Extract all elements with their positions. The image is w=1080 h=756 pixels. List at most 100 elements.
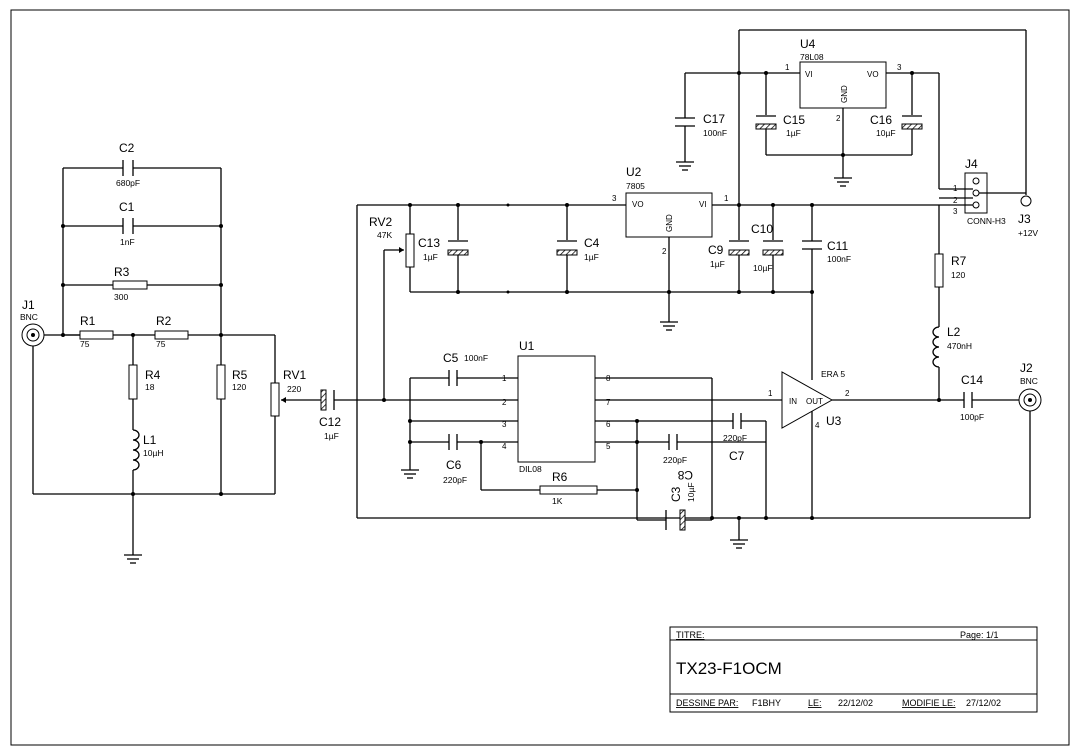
svg-text:3: 3 <box>502 420 507 429</box>
j2-connector: J2 BNC <box>1018 361 1042 412</box>
input-network: J1 BNC C2 680pF C1 1nF <box>20 141 384 564</box>
c3-ref: C3 <box>669 486 683 502</box>
svg-text:7: 7 <box>606 398 611 407</box>
svg-text:OUT: OUT <box>806 397 823 406</box>
j4-ref: J4 <box>965 157 978 171</box>
u2-value: 7805 <box>626 181 645 191</box>
r7-ref: R7 <box>951 254 967 268</box>
c15-ref: C15 <box>783 113 805 127</box>
l1-value: 10µH <box>143 448 164 458</box>
c14-ref: C14 <box>961 373 983 387</box>
c10-capacitor: C10 10µF <box>751 205 784 292</box>
svg-text:4: 4 <box>815 421 820 430</box>
svg-text:2: 2 <box>836 114 841 123</box>
rv1-potentiometer: RV1 220 <box>270 368 306 417</box>
l1-ref: L1 <box>143 433 157 447</box>
c13-value: 1µF <box>423 252 438 262</box>
c2-ref: C2 <box>119 141 135 155</box>
r6-resistor: R6 1K <box>539 470 598 506</box>
c1-value: 1nF <box>120 237 135 247</box>
ground-symbol <box>834 177 852 187</box>
rv1-value: 220 <box>287 384 301 394</box>
j1-ref: J1 <box>22 298 35 312</box>
ground-symbol <box>124 554 142 564</box>
c6-value: 220pF <box>443 475 467 485</box>
c11-value: 100nF <box>827 254 851 264</box>
rv2-ref: RV2 <box>369 215 392 229</box>
j3-connector: J3 +12V <box>1018 195 1038 238</box>
c13-ref: C13 <box>418 236 440 250</box>
r1-ref: R1 <box>80 314 96 328</box>
c5-capacitor: C5 100nF <box>443 351 488 386</box>
u3-amplifier: IN OUT ERA 5 U3 1 2 4 <box>768 369 850 430</box>
svg-text:GND: GND <box>840 85 849 103</box>
j2-value: BNC <box>1020 376 1038 386</box>
c15-value: 1µF <box>786 128 801 138</box>
r2-resistor: R2 75 <box>154 314 189 349</box>
c17-value: 100nF <box>703 128 727 138</box>
c6-ref: C6 <box>446 458 462 472</box>
rv2-value: 47K <box>377 230 392 240</box>
r6-ref: R6 <box>552 470 568 484</box>
svg-text:2: 2 <box>502 398 507 407</box>
c12-value: 1µF <box>324 431 339 441</box>
le-value: 22/12/02 <box>838 698 873 708</box>
modifie-value: 27/12/02 <box>966 698 1001 708</box>
titre-label: TITRE: <box>676 630 705 640</box>
j1-value: BNC <box>20 312 38 322</box>
c2-value: 680pF <box>116 178 140 188</box>
svg-text:5: 5 <box>606 442 611 451</box>
c9-value: 1µF <box>710 259 725 269</box>
c4-ref: C4 <box>584 236 600 250</box>
svg-text:1: 1 <box>768 389 773 398</box>
svg-text:IN: IN <box>789 397 797 406</box>
c4-capacitor: C4 1µF <box>556 205 600 292</box>
j3-ref: J3 <box>1018 212 1031 226</box>
r3-ref: R3 <box>114 265 130 279</box>
c8-capacitor: C8 220pF <box>663 434 693 482</box>
svg-text:1: 1 <box>724 194 729 203</box>
ground-symbol <box>730 539 748 549</box>
r5-value: 120 <box>232 382 246 392</box>
l2-inductor: L2 470nH <box>932 325 972 368</box>
svg-text:3: 3 <box>897 63 902 72</box>
ground-symbol <box>676 161 694 171</box>
svg-text:VO: VO <box>632 200 644 209</box>
u4-value: 78L08 <box>800 52 824 62</box>
u1-chip: U1 DIL08 1 2 3 4 8 7 6 5 <box>502 339 611 474</box>
c3-value: 10µF <box>686 482 696 502</box>
power-section: U2 7805 VO VI GND 3 1 2 RV2 47K <box>356 29 1038 519</box>
c17-ref: C17 <box>703 112 725 126</box>
u3-ref: U3 <box>826 414 842 428</box>
c1-capacitor: C1 1nF <box>119 200 135 247</box>
c9-capacitor: C9 1µF <box>708 205 750 292</box>
r4-ref: R4 <box>145 368 161 382</box>
le-label: LE: <box>808 698 822 708</box>
rv2-potentiometer: RV2 47K <box>369 205 415 292</box>
c4-value: 1µF <box>584 252 599 262</box>
c10-value: 10µF <box>753 263 773 273</box>
r7-value: 120 <box>951 270 965 280</box>
c3-capacitor: C3 10µF <box>665 482 696 531</box>
rv1-ref: RV1 <box>283 368 306 382</box>
c16-capacitor: C16 10µF <box>870 73 923 155</box>
c10-ref: C10 <box>751 222 773 236</box>
r5-ref: R5 <box>232 368 248 382</box>
r6-value: 1K <box>552 496 563 506</box>
c8-ref: C8 <box>677 468 693 482</box>
c5-value: 100nF <box>464 353 488 363</box>
r7-resistor: R7 120 <box>934 253 967 288</box>
c14-value: 100pF <box>960 412 984 422</box>
svg-text:4: 4 <box>502 442 507 451</box>
u1-value: DIL08 <box>519 464 542 474</box>
svg-text:2: 2 <box>662 247 667 256</box>
c14-capacitor: C14 100pF <box>960 373 984 422</box>
svg-text:1: 1 <box>785 63 790 72</box>
r1-value: 75 <box>80 339 90 349</box>
c2-capacitor: C2 680pF <box>116 141 140 188</box>
ground-symbol <box>660 321 678 331</box>
u2-ref: U2 <box>626 165 642 179</box>
svg-text:2: 2 <box>953 196 958 205</box>
l2-ref: L2 <box>947 325 961 339</box>
svg-text:GND: GND <box>665 214 674 232</box>
